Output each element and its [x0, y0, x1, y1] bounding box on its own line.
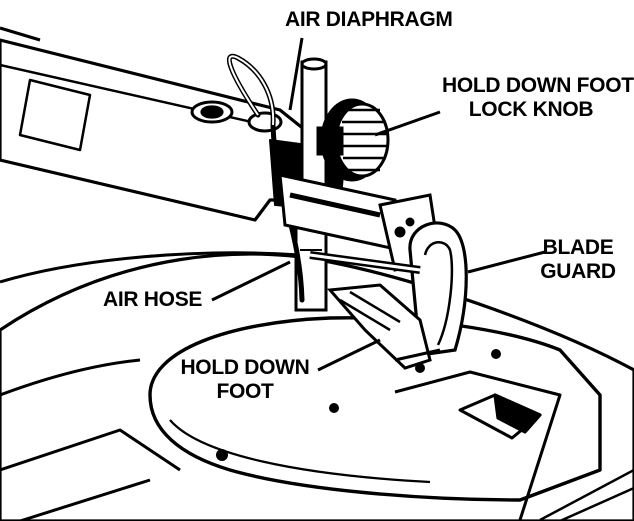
label-air-hose: AIR HOSE — [103, 288, 202, 312]
lock-knob — [316, 98, 390, 182]
label-lock-knob-line-2: LOCK KNOB — [468, 98, 594, 121]
label-hold-down-foot-line-2: FOOT — [216, 380, 274, 403]
label-blade-guard: BLADE GUARD — [540, 236, 616, 284]
leader-lines — [211, 37, 546, 372]
leader-air-diaphragm — [288, 37, 304, 111]
label-hold-down-foot-lock-knob: HOLD DOWN FOOT LOCK KNOB — [442, 74, 634, 122]
label-air-diaphragm: AIR DIAPHRAGM — [285, 8, 453, 32]
saw-table — [0, 251, 634, 521]
label-lock-knob-line-1: HOLD DOWN FOOT — [442, 74, 634, 97]
leader-hold-down-foot — [317, 338, 381, 372]
label-blade-guard-line-1: BLADE — [542, 236, 614, 259]
blade-guard-part — [309, 221, 468, 357]
label-air-diaphragm-text: AIR DIAPHRAGM — [285, 8, 453, 31]
leader-lock-knob — [374, 110, 441, 137]
label-air-hose-text: AIR HOSE — [103, 288, 203, 311]
leader-blade-guard — [467, 250, 546, 274]
label-hold-down-foot-line-1: HOLD DOWN — [180, 356, 310, 379]
label-hold-down-foot: HOLD DOWN FOOT — [180, 356, 310, 404]
hold-down-foot-part — [326, 283, 441, 370]
label-blade-guard-line-2: GUARD — [540, 260, 616, 283]
leader-air-hose — [211, 260, 291, 302]
